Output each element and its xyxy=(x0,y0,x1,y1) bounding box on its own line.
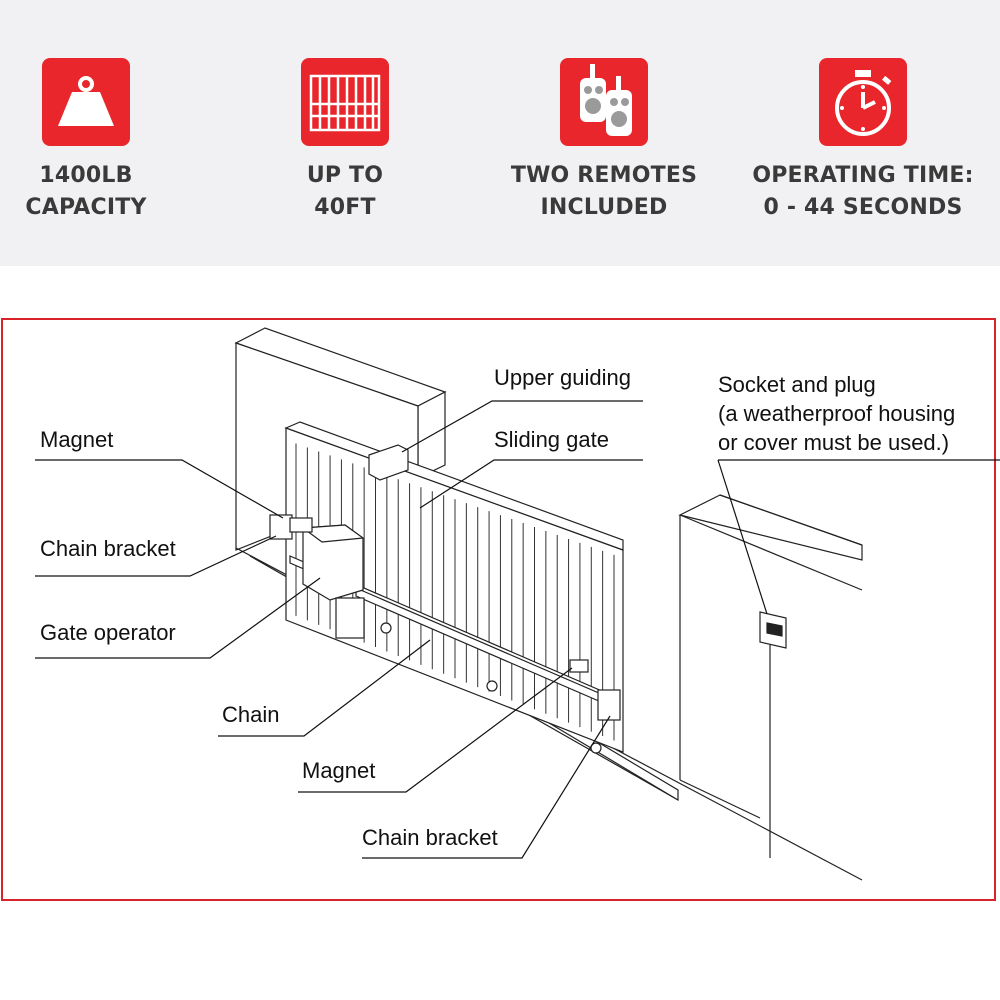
feature-capacity-line2: CAPACITY xyxy=(25,195,147,220)
upper-guiding-bracket xyxy=(368,444,409,481)
callout-sliding-gate: Sliding gate xyxy=(494,427,609,452)
feature-length: UP TO 40FT xyxy=(225,58,465,224)
feature-length-line1: UP TO xyxy=(306,163,384,188)
chain-bracket-right xyxy=(597,689,621,721)
feature-capacity-line1: 1400LB xyxy=(39,163,133,188)
feature-operating-time-line2: 0 - 44 SECONDS xyxy=(763,195,963,220)
feature-remotes-line1: TWO REMOTES xyxy=(510,163,698,188)
weight-icon xyxy=(42,58,130,146)
gate-wheel xyxy=(486,680,498,692)
feature-remotes: TWO REMOTES INCLUDED xyxy=(484,58,724,224)
callout-magnet-top: Magnet xyxy=(40,427,113,452)
stopwatch-icon xyxy=(819,58,907,146)
magnet-right xyxy=(569,659,589,673)
magnet-left xyxy=(289,517,313,533)
callout-socket-line3: or cover must be used.) xyxy=(718,430,949,455)
feature-remotes-line2: INCLUDED xyxy=(540,195,668,220)
socket-box xyxy=(759,611,787,858)
gate-operator-motor xyxy=(301,524,365,639)
callout-upper-guiding: Upper guiding xyxy=(494,365,631,390)
callout-socket-line1: Socket and plug xyxy=(718,372,876,397)
chain-bracket-left xyxy=(269,514,293,540)
callout-chain-bracket-left: Chain bracket xyxy=(40,536,176,561)
callout-socket-line2: (a weatherproof housing xyxy=(718,401,955,426)
gate-wheel xyxy=(590,742,602,754)
callout-magnet-bottom: Magnet xyxy=(302,758,375,783)
chain-rack xyxy=(289,555,619,709)
callout-gate-operator: Gate operator xyxy=(40,620,176,645)
callout-chain-bracket-bottom: Chain bracket xyxy=(362,825,498,850)
feature-operating-time: OPERATING TIME: 0 - 44 SECONDS xyxy=(743,58,983,224)
callout-chain: Chain xyxy=(222,702,279,727)
gate-icon xyxy=(301,58,389,146)
feature-capacity: 1400LB CAPACITY xyxy=(0,58,206,224)
remote-icon xyxy=(560,58,648,146)
feature-operating-time-line1: OPERATING TIME: xyxy=(752,163,974,188)
callout-leaders xyxy=(35,400,1000,859)
gate-wheel xyxy=(380,622,392,634)
feature-length-line2: 40FT xyxy=(314,195,376,220)
right-pillar xyxy=(678,494,863,819)
